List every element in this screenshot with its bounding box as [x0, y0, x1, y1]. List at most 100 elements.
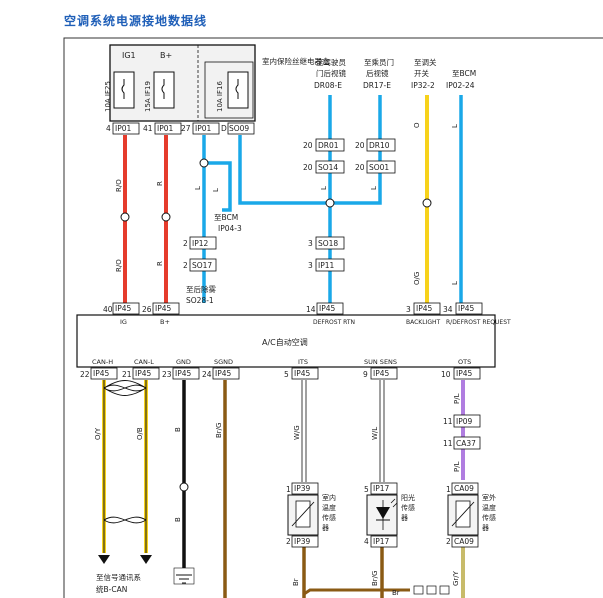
- dest-dr08-code: DR08-E: [314, 81, 342, 90]
- conn-num: 20: [303, 163, 313, 172]
- pin-conn: IP45: [115, 304, 132, 313]
- wire-code: Br/G: [215, 423, 223, 438]
- pin-conn: IP45: [416, 304, 433, 313]
- pin-signal: CAN-H: [92, 358, 113, 366]
- pin-num: 5: [364, 485, 369, 494]
- pin-conn: IP01: [195, 124, 212, 133]
- sensor-label: 传感: [322, 513, 336, 522]
- sensor-label: 阳光: [401, 493, 415, 502]
- pin-num: 40: [103, 305, 113, 314]
- pin-num: 21: [122, 370, 132, 379]
- wire-code: O/G: [413, 272, 421, 285]
- lower-wire-codes: O/Y O/B B B Br/G W/G W/L P/L P/L Br Br/G…: [94, 393, 461, 597]
- pin-signal: SUN SENS: [364, 358, 397, 366]
- wire-code: L: [370, 186, 378, 190]
- pin-conn: IP17: [373, 537, 390, 546]
- connector-stub: [426, 585, 437, 595]
- pin-signal: SGND: [214, 358, 233, 366]
- conn-num: 11: [443, 417, 453, 426]
- wire-code: O/B: [136, 427, 144, 440]
- can-destination: 至信号通讯系 统B-CAN: [96, 572, 141, 594]
- pin-conn: IP45: [319, 304, 336, 313]
- wire-code: Br: [292, 578, 300, 586]
- wire-code: W/G: [293, 425, 301, 440]
- conn-num: 20: [303, 141, 313, 150]
- pin-conn: IP39: [294, 484, 311, 493]
- pin-conn: IP45: [456, 369, 473, 378]
- sensor-label: 器: [322, 524, 329, 532]
- pin-num: 34: [443, 305, 453, 314]
- wire-code: R: [156, 261, 164, 266]
- fuse-icon: [121, 79, 125, 99]
- pin-conn: IP39: [294, 537, 311, 546]
- pin-signal: DEFROST RTN: [313, 319, 355, 326]
- pin-signal: R/DEFROST REQUEST: [446, 319, 511, 326]
- dest-rear-code: SO28-1: [186, 296, 214, 305]
- conn-ip12: IP12: [192, 239, 209, 248]
- conn-dr01: DR01: [318, 141, 339, 150]
- conn-num: 3: [308, 261, 313, 270]
- dest-dr08-line1: 至驾驶员: [316, 57, 346, 67]
- upper-wire-codes: R/O R/O R R L L L O O/G L L L: [115, 122, 459, 285]
- dest-dr08-line2: 门后视镜: [316, 68, 346, 78]
- wire-code: Br/G: [371, 571, 379, 586]
- side-destinations: 至BCM IP04-3 至后除雾 SO28-1: [186, 213, 242, 305]
- pin-num: 22: [80, 370, 90, 379]
- fuse-icon: [235, 79, 239, 99]
- sensor-label: 温度: [322, 503, 336, 512]
- wire-brown: [303, 588, 410, 596]
- outdoor-temp-sensor: 1 CA09 2 CA09 室外 温度 传感 器: [446, 482, 496, 548]
- dest-ip32-line2: 开关: [414, 68, 429, 78]
- conn-ip09: IP09: [456, 417, 473, 426]
- sensor-label: 器: [482, 524, 489, 532]
- pin-num: D: [221, 124, 227, 133]
- fuse-box: IG1 B+ 10A IF25 15A IF19 10A IF16 室内保险丝继…: [104, 44, 330, 135]
- ac-bottom-pins: CAN-H 22 IP45 CAN-L 21 IP45 GND 23 IP45 …: [80, 358, 481, 380]
- pin-conn: IP45: [93, 369, 110, 378]
- conn-num: 11: [443, 439, 453, 448]
- twist-symbol: [103, 516, 147, 524]
- splice-dot: [422, 198, 432, 208]
- pin-num: 4: [364, 537, 369, 546]
- wire-code: L: [451, 124, 459, 128]
- fuse-col-ig1: IG1: [122, 51, 136, 60]
- fuse-if25-label: 10A IF25: [104, 81, 112, 112]
- wire-code: P/L: [453, 461, 461, 472]
- wire-code: O/Y: [94, 427, 102, 440]
- top-destinations: 至驾驶员 门后视镜 DR08-E 至乘员门 后视镜 DR17-E 至调关 开关 …: [314, 57, 476, 90]
- conn-so18: SO18: [318, 239, 338, 248]
- pin-conn: IP45: [135, 369, 152, 378]
- wire-code: R/O: [115, 179, 123, 192]
- fuse-if19-label: 15A IF19: [144, 81, 152, 112]
- pin-conn: IP45: [175, 369, 192, 378]
- conn-num: 20: [355, 141, 365, 150]
- pin-num: 4: [106, 124, 111, 133]
- pin-signal: ITS: [298, 358, 308, 366]
- pin-conn: IP45: [294, 369, 311, 378]
- dest-can-line2: 统B-CAN: [96, 584, 127, 594]
- conn-num: 3: [308, 239, 313, 248]
- wire-code: L: [194, 186, 202, 190]
- sensor-label: 传感: [482, 513, 496, 522]
- dest-can-line1: 至信号通讯系: [96, 572, 141, 582]
- pin-signal: B+: [160, 318, 170, 326]
- conn-ip11: IP11: [318, 261, 335, 270]
- conn-dr10: DR10: [369, 141, 390, 150]
- conn-ca37: CA37: [456, 439, 476, 448]
- wire-code: L: [451, 281, 459, 285]
- pin-conn: IP45: [458, 304, 475, 313]
- wire-code: Gr/Y: [452, 570, 460, 586]
- dest-bcm-code: IP04-3: [218, 224, 242, 233]
- pin-signal: IG: [120, 318, 127, 326]
- pin-signal: CAN-L: [134, 358, 154, 366]
- arrow-icon: [140, 555, 152, 564]
- ac-module: A/C自动空调: [76, 314, 496, 368]
- pin-conn: CA09: [454, 537, 474, 546]
- inline-connectors-lower: 11 IP09 11 CA37: [443, 414, 481, 450]
- connector-stub: [439, 585, 450, 595]
- dest-bcm-line1: 至BCM: [214, 213, 238, 222]
- splice-dot: [199, 158, 209, 168]
- pin-num: 14: [306, 305, 316, 314]
- pin-num: 5: [284, 370, 289, 379]
